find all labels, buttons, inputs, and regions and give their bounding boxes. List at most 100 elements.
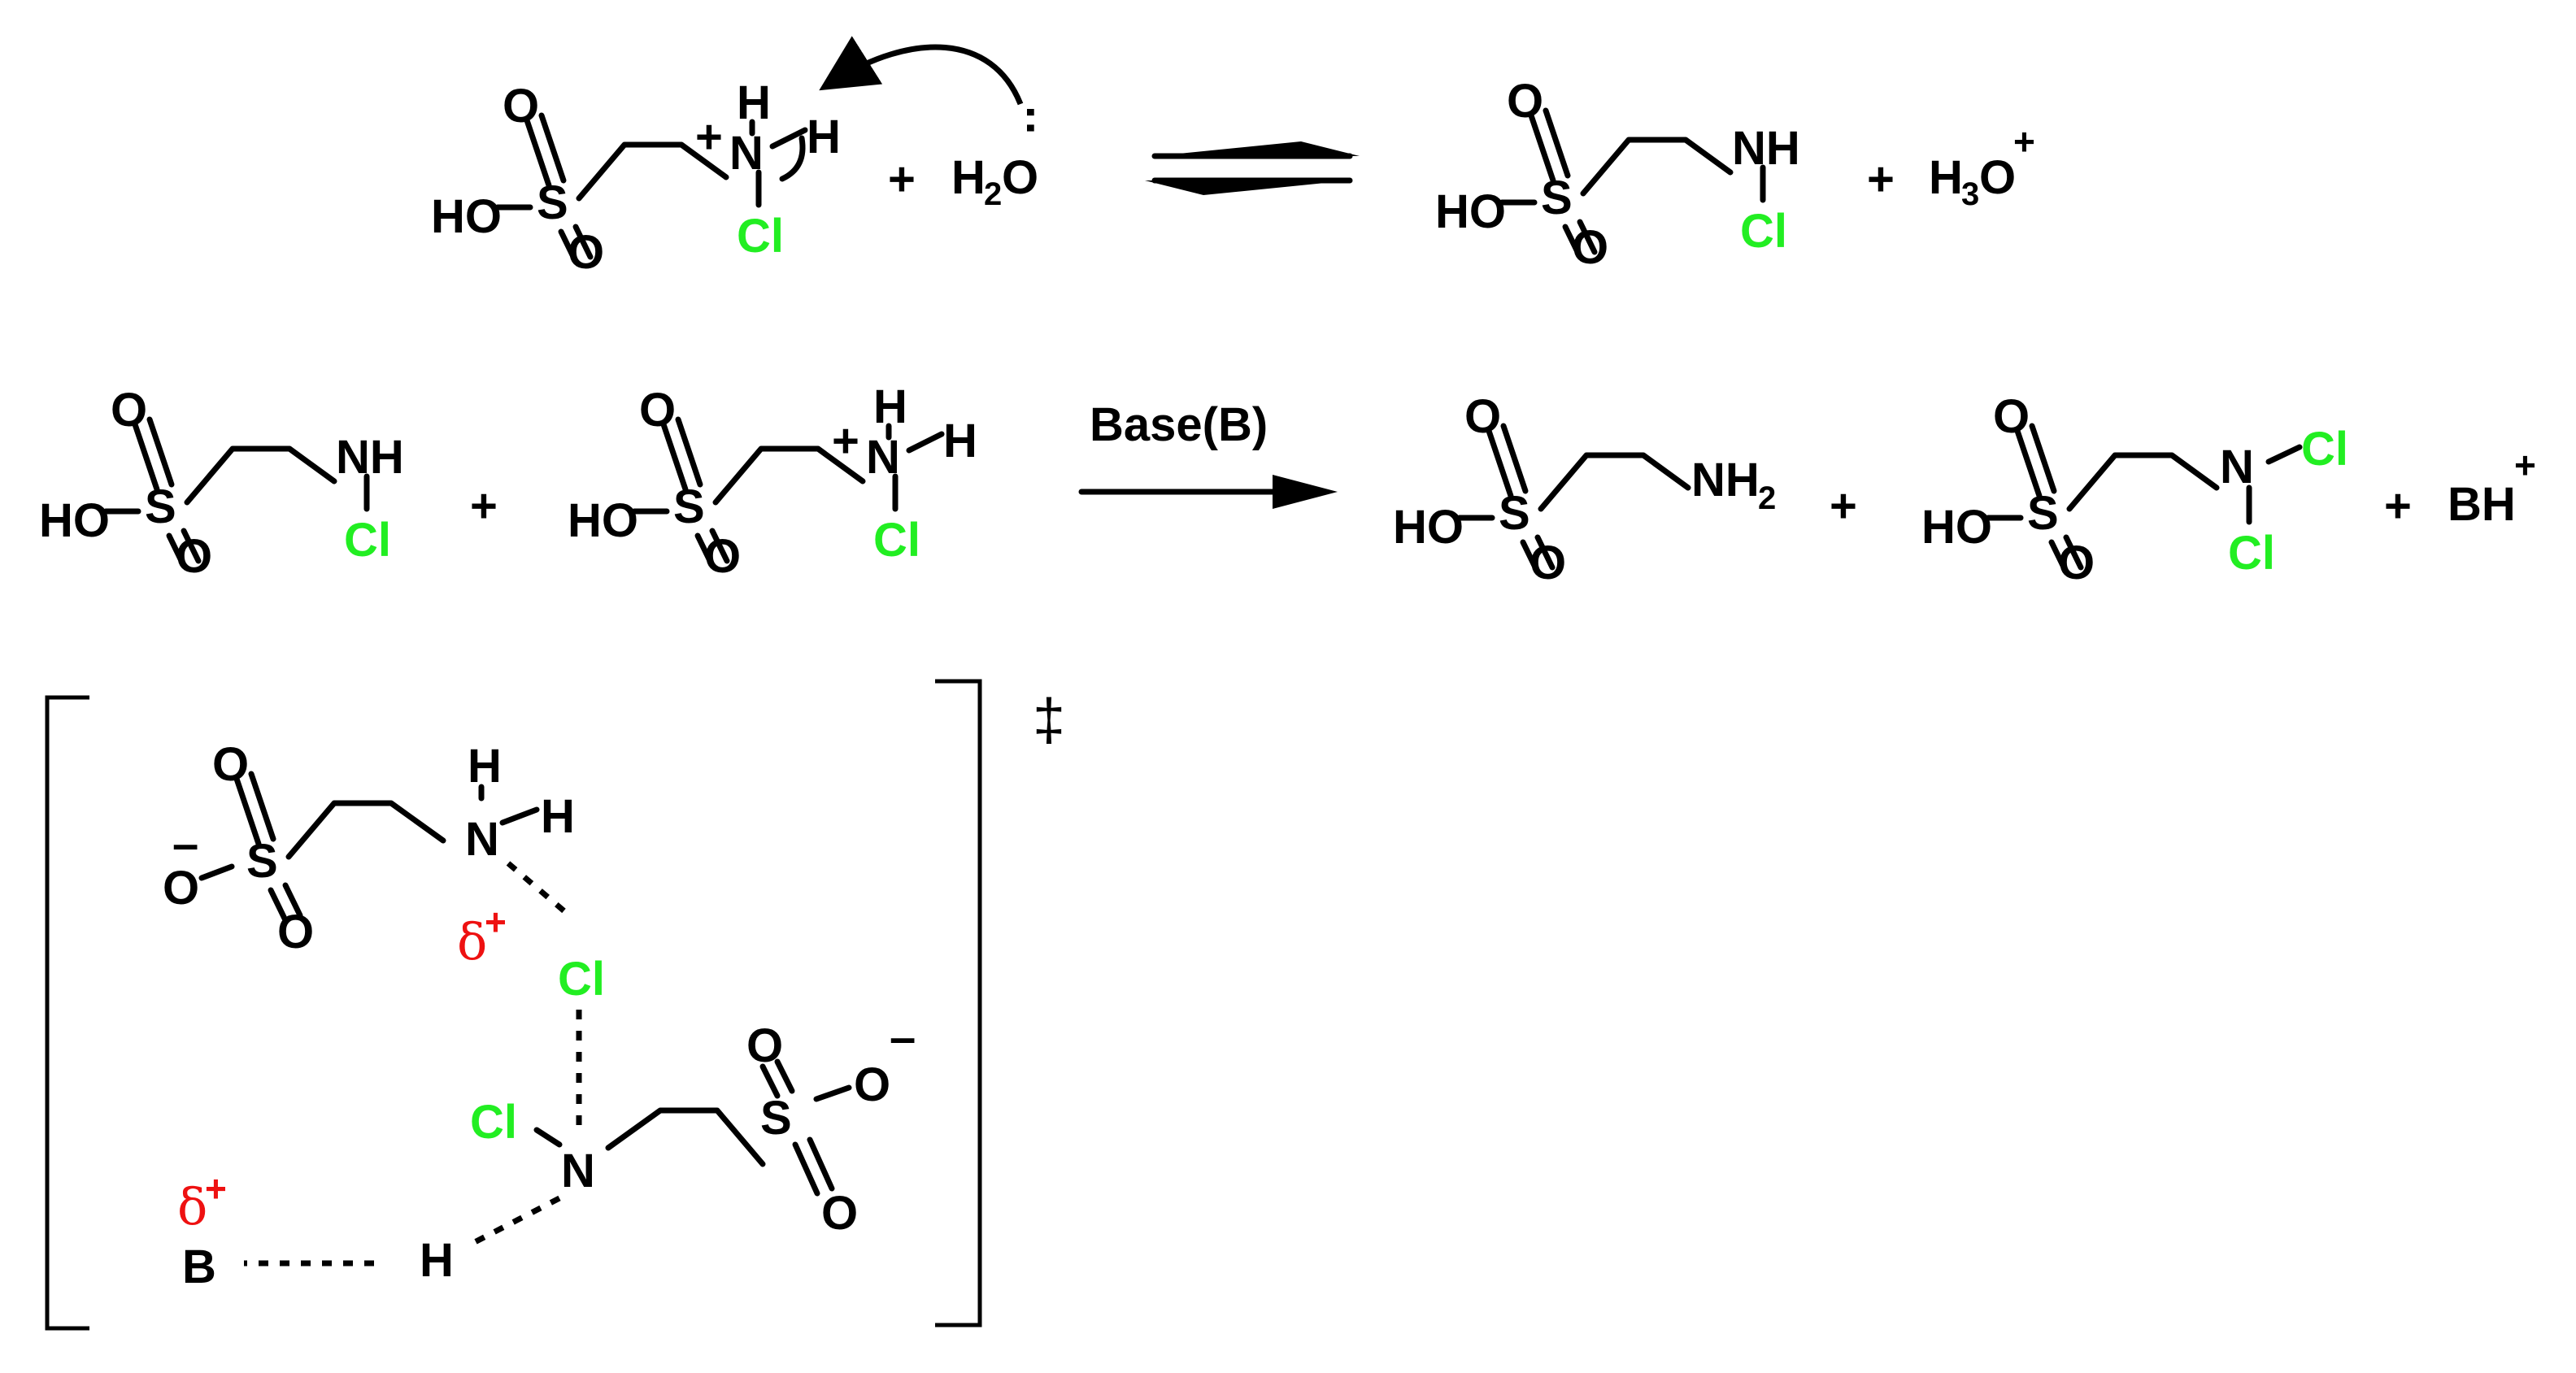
hydronium-charge: + <box>2013 120 2035 163</box>
partial-positive-sign: + <box>205 1167 227 1210</box>
hydronium-hydrogen: H <box>1929 151 1963 204</box>
bond <box>524 117 552 189</box>
bond <box>1543 107 1571 179</box>
bond <box>558 228 579 265</box>
left-bracket <box>45 695 89 1331</box>
bond <box>538 112 567 184</box>
bond <box>769 127 808 150</box>
equilibrium-arrows <box>1145 141 1360 195</box>
nitrogen-label: N <box>2220 441 2254 493</box>
sulfur-label: S <box>2027 487 2059 540</box>
bond <box>2063 534 2084 571</box>
chlorine-label: Cl <box>737 210 784 263</box>
chlorine-label: Cl <box>344 514 391 567</box>
negative-charge: – <box>890 1011 916 1064</box>
oxygen-label: O <box>2058 537 2095 589</box>
hydrogen-label: H <box>873 380 907 433</box>
bond-chain <box>285 800 446 860</box>
positive-charge: + <box>695 111 723 163</box>
oxygen-label: O <box>503 80 539 133</box>
bond <box>2048 539 2069 576</box>
oxygen-label: O <box>277 906 314 958</box>
bond-chain <box>712 445 866 506</box>
nitrogen-label: N <box>561 1145 595 1197</box>
bond <box>282 882 303 919</box>
water-oxygen: O <box>1002 151 1038 204</box>
bond <box>807 1136 835 1192</box>
oxygen-label: O <box>163 862 199 915</box>
bond-chain <box>1580 137 1734 197</box>
oxygen-label: O <box>111 384 147 437</box>
bond <box>181 528 202 564</box>
bond <box>675 416 703 488</box>
bond <box>2029 423 2057 494</box>
plus-sign: + <box>2384 480 2412 532</box>
forward-arrow-head <box>1155 141 1360 156</box>
breaking-bond-n-h <box>470 1195 561 1247</box>
bond-chain <box>576 141 729 202</box>
plus-sign: + <box>470 480 498 532</box>
sulfur-label: S <box>246 835 278 888</box>
plus-sign: + <box>888 153 916 206</box>
oxygen-label: O <box>212 738 249 791</box>
bond <box>694 532 716 569</box>
water: H 2 O ·· <box>951 106 1057 212</box>
hydrogen-label: H <box>541 790 575 843</box>
ts-lower-molecule: Cl N S O O – O H B δ + <box>177 1011 916 1293</box>
double-dagger: ‡ <box>1033 688 1065 753</box>
r1-n-chlorotaurine: HO S O O NH Cl <box>1435 75 1800 274</box>
bh-charge: + <box>2514 444 2536 486</box>
bond <box>2265 444 2303 465</box>
bond <box>1534 534 1556 571</box>
bond <box>1486 428 1514 499</box>
reaction-arrow: Base(B) <box>1078 398 1338 509</box>
hydrogen-label: H <box>807 111 841 163</box>
right-bracket <box>935 679 982 1327</box>
bond <box>1500 423 1529 494</box>
bond <box>533 1127 563 1148</box>
oxygen-label: O <box>176 530 212 583</box>
r1-protonated-chloramine: HO S O O N + H H Cl <box>431 76 841 279</box>
hydroxyl-label: HO <box>431 190 502 243</box>
r2-n-chlorotaurine: HO S O O NH Cl <box>39 384 404 583</box>
ts-upper-molecule: O – S O O N H H δ + <box>163 738 575 971</box>
breaking-bond-n-cl <box>506 861 572 918</box>
partial-positive-delta: δ <box>177 1177 207 1236</box>
bond <box>248 771 276 842</box>
bond <box>499 806 540 826</box>
nh-label: NH <box>1732 122 1800 175</box>
lone-pair: ·· <box>1004 106 1057 137</box>
hydroxyl-label: HO <box>1435 185 1506 238</box>
sulfur-label: S <box>537 176 568 229</box>
chlorine-label: Cl <box>470 1096 517 1149</box>
bond <box>660 421 689 493</box>
r2-protonated-chloramine: HO S O O N + H H Cl <box>568 380 977 583</box>
bond <box>906 431 945 454</box>
hydronium-oxygen: O <box>1979 151 2016 204</box>
sulfur-label: S <box>1541 172 1573 224</box>
proton-transfer-arrow <box>779 135 806 182</box>
bond <box>813 1084 852 1102</box>
transferring-chlorine: Cl <box>558 953 605 1006</box>
oxygen-label: O <box>639 384 676 437</box>
hydroxyl-label: HO <box>39 494 110 547</box>
chlorine-label: Cl <box>2228 527 2275 580</box>
oxygen-label: O <box>1464 390 1501 443</box>
bond <box>268 887 289 923</box>
chlorine-label: Cl <box>1740 205 1787 258</box>
transition-state-bracket: ‡ <box>45 679 1065 1331</box>
bond-chain <box>1538 452 1691 512</box>
protonated-base: BH + <box>2448 444 2536 531</box>
partial-positive-delta: δ <box>457 912 487 971</box>
sulfur-label: S <box>760 1092 792 1145</box>
bond <box>233 776 262 847</box>
nitrogen-label: N <box>729 127 764 180</box>
hydrogen-label: H <box>737 76 771 129</box>
hydrogen-label: H <box>943 415 977 467</box>
bh-label: BH <box>2448 478 2516 531</box>
negative-charge: – <box>172 818 198 871</box>
bond <box>1562 224 1583 260</box>
hydrogen-label: H <box>420 1234 454 1287</box>
bond-chain <box>184 445 337 506</box>
